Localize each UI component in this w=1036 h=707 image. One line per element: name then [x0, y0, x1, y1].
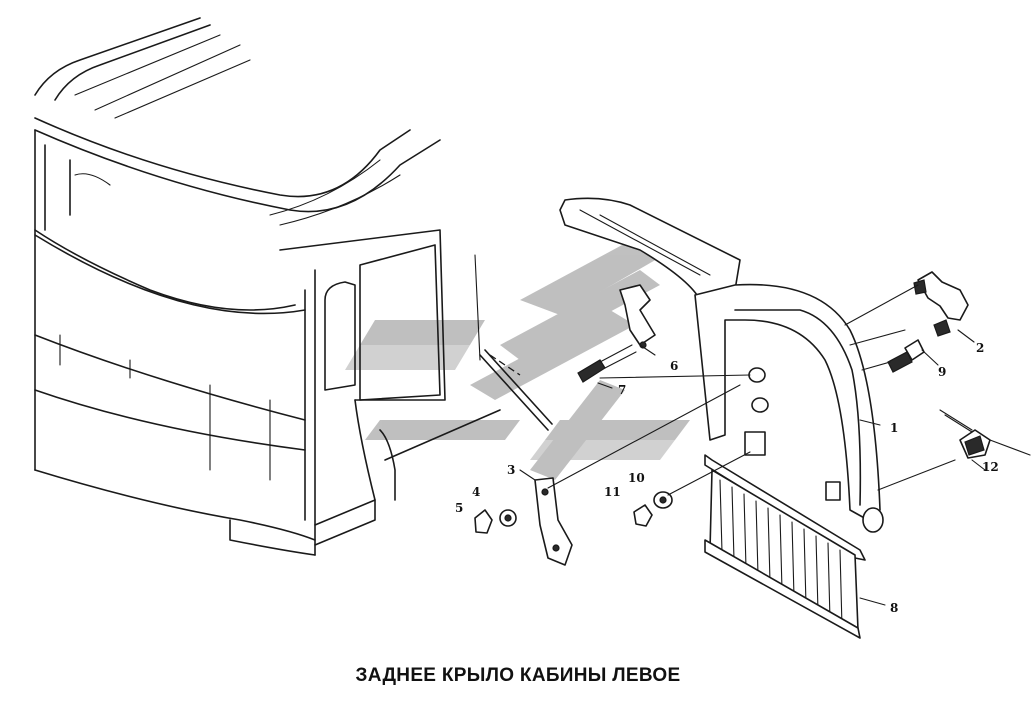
callout-1: 1 — [890, 421, 898, 435]
callout-6: 6 — [670, 359, 678, 373]
callout-5: 5 — [455, 501, 463, 515]
rear-fender-part — [559, 197, 884, 533]
callout-9: 9 — [938, 365, 946, 379]
callout-7: 7 — [618, 383, 626, 397]
truck-cab-outline — [34, 17, 553, 556]
callout-10: 10 — [628, 471, 645, 485]
callout-2: 2 — [976, 341, 984, 355]
assembly-lines — [547, 284, 956, 606]
mud-flap-part — [704, 454, 866, 639]
callout-12: 12 — [982, 460, 999, 474]
callout-3: 3 — [507, 463, 515, 477]
callout-labels: 1 2 3 4 5 6 7 8 9 10 11 12 — [455, 341, 999, 615]
watermark-logo-icon — [345, 230, 690, 480]
callout-8: 8 — [890, 601, 898, 615]
diagram-caption: ЗАДНЕЕ КРЫЛО КАБИНЫ ЛЕВОЕ — [355, 665, 681, 686]
callout-4: 4 — [472, 485, 480, 499]
callout-11: 11 — [604, 485, 621, 499]
fasteners — [474, 271, 1031, 566]
